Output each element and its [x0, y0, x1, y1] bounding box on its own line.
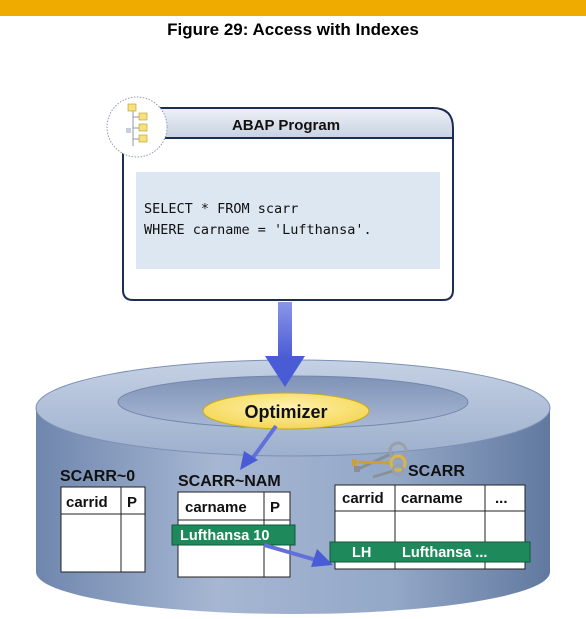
- secondary-index-table: SCARR~NAM carname P Lufthansa 10: [171, 473, 296, 578]
- table-highlight-row: [329, 541, 531, 563]
- program-to-optimizer-arrow: [265, 302, 305, 387]
- keys-icon: [352, 441, 408, 479]
- table-row-name: Lufthansa ...: [402, 545, 487, 561]
- table-row-key: LH: [352, 545, 371, 561]
- optimizer-to-index-arrow: [240, 424, 278, 470]
- code-panel: [136, 172, 440, 269]
- table-col-carname: carname: [401, 490, 463, 507]
- primary-index-col-p: P: [127, 494, 137, 511]
- table-col-more: ...: [495, 490, 508, 507]
- code-line-1: SELECT * FROM scarr: [144, 201, 298, 217]
- figure-title: Figure 29: Access with Indexes: [167, 20, 419, 39]
- primary-index-name: SCARR~0: [60, 468, 135, 485]
- primary-index-col-carrid: carrid: [66, 494, 108, 511]
- scarr-table: SCARR carrid carname ... LH Lufthansa ..…: [329, 463, 531, 570]
- top-accent-bar: [0, 0, 586, 16]
- secondary-index-col-p: P: [270, 499, 280, 516]
- secondary-index-highlight-row: [171, 524, 296, 546]
- secondary-index-highlight-text: Lufthansa 10: [180, 528, 269, 544]
- table-col-carrid: carrid: [342, 490, 384, 507]
- optimizer-label: Optimizer: [244, 402, 327, 422]
- abap-program-window: ABAP Program SELECT * FROM scarr WHERE c…: [122, 107, 454, 301]
- secondary-index-col-carname: carname: [185, 499, 247, 516]
- code-line-2: WHERE carname = 'Lufthansa'.: [144, 222, 372, 238]
- program-header-label: ABAP Program: [232, 117, 340, 134]
- optimizer: Optimizer: [202, 392, 370, 430]
- index-to-table-arrow: [263, 543, 333, 567]
- secondary-index-name: SCARR~NAM: [178, 473, 281, 490]
- table-name: SCARR: [408, 463, 465, 480]
- primary-index-table: SCARR~0 carrid P: [60, 468, 146, 573]
- program-tree-icon: [106, 96, 168, 158]
